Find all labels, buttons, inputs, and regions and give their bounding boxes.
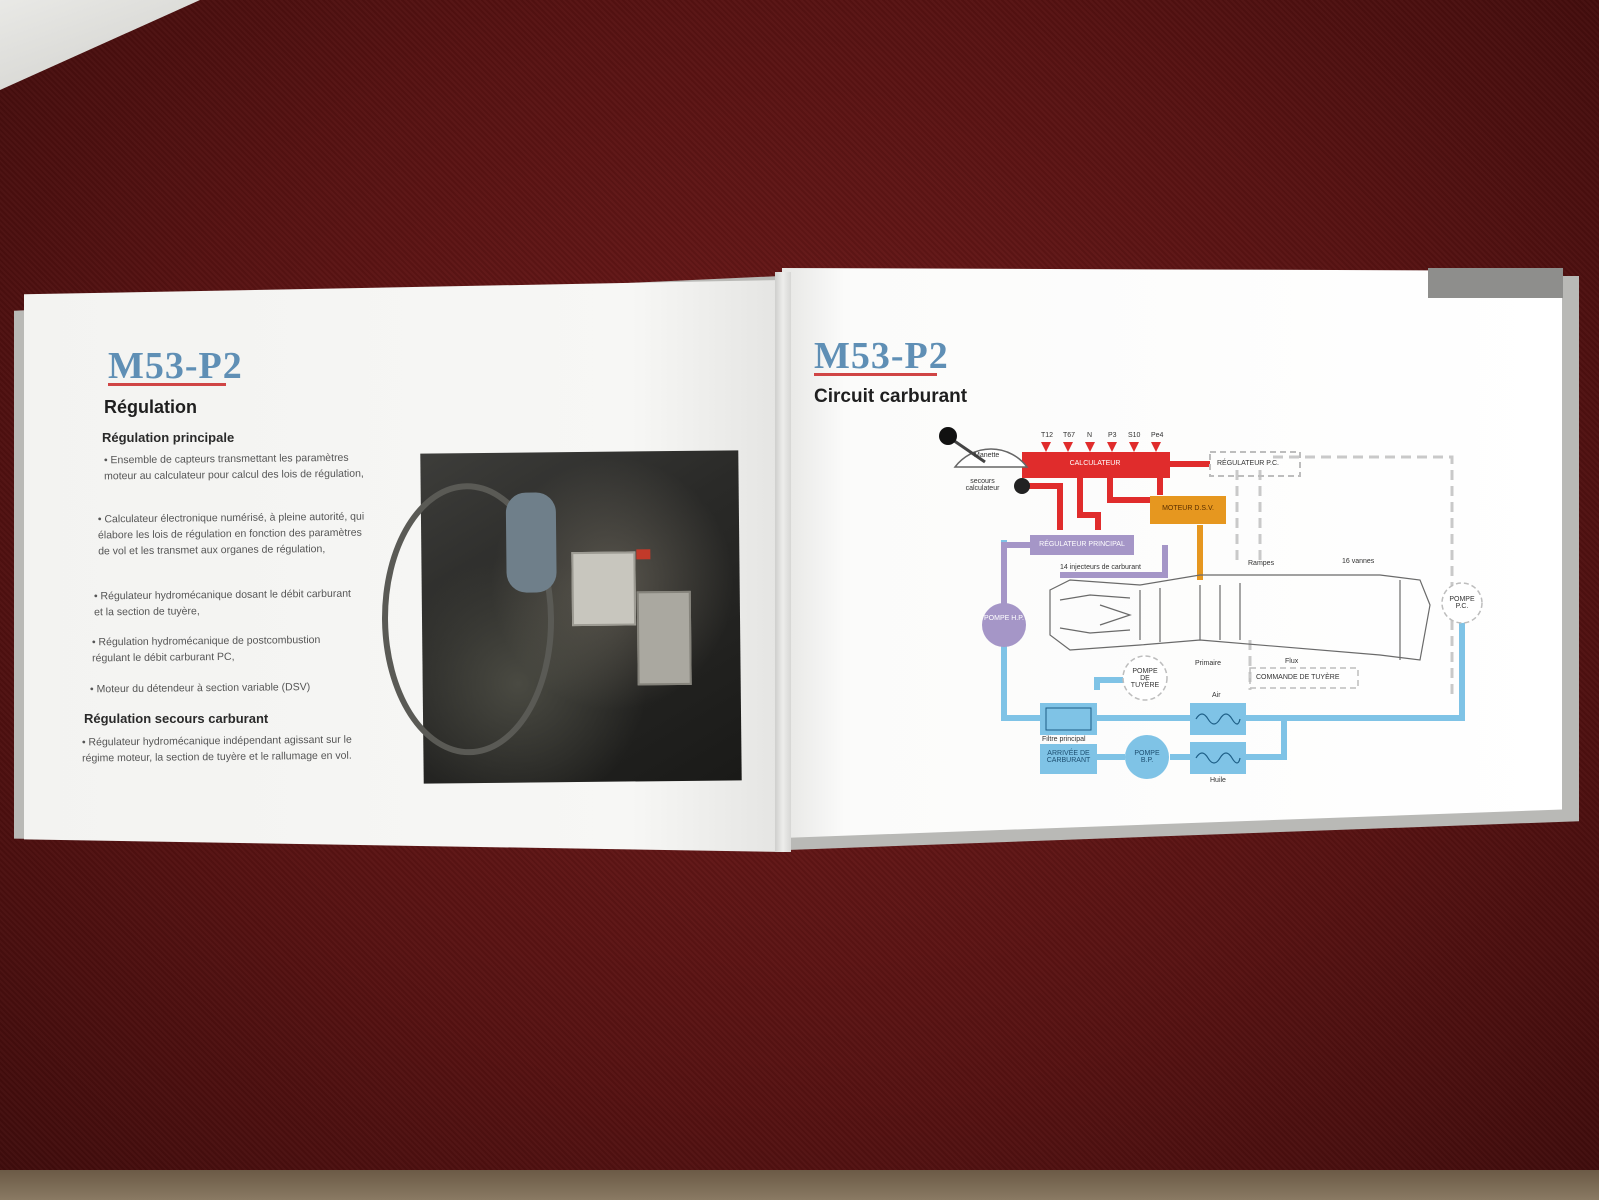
arrivee-label: ARRIVÉE DE CARBURANT — [1046, 750, 1091, 764]
sensor-label-4: P3 — [1108, 432, 1117, 439]
page-tab — [1428, 268, 1563, 298]
secours-label: secours calculateur — [965, 478, 1000, 492]
section2-title: Régulation secours carburant — [84, 711, 269, 726]
pompe-bp-circle — [1125, 735, 1169, 779]
purple-fuel-lines — [1001, 542, 1168, 610]
huile-label: Huile — [1210, 777, 1226, 784]
calculateur-label: CALCULATEUR — [1069, 460, 1121, 467]
booklet-spine — [775, 272, 791, 852]
flux-label: Flux — [1285, 658, 1299, 665]
air-label: Air — [1212, 692, 1221, 699]
pompe-bp-label: POMPE B.P. — [1134, 750, 1160, 764]
air-exchanger — [1190, 703, 1246, 735]
air-coil — [1195, 713, 1241, 725]
vannes-label: 16 vannes — [1342, 558, 1375, 565]
commande-tuyere-label: COMMANDE DE TUYÈRE — [1256, 674, 1340, 681]
pompe-tuyere-label: POMPE DE TUYÈRE — [1130, 668, 1160, 689]
huile-exchanger — [1190, 742, 1246, 774]
sensor-label-2: T67 — [1063, 432, 1076, 439]
pompe-pc-circle — [1441, 582, 1483, 624]
pompe-tuyere-circle — [1122, 655, 1168, 701]
engine-outline — [1049, 574, 1431, 661]
pompe-pc-label: POMPE P.C. — [1449, 596, 1475, 610]
filtre-inner — [1045, 707, 1092, 731]
left-page-title: Régulation — [104, 397, 197, 417]
red-lines — [1022, 461, 1210, 530]
regulateur-principal-box — [1030, 535, 1134, 555]
secours-switch — [1014, 478, 1030, 494]
regulateur-principal-label: RÉGULATEUR PRINCIPAL — [1039, 541, 1125, 548]
right-page-title: Circuit carburant — [814, 386, 968, 407]
huile-coil — [1195, 752, 1241, 764]
manette-label: Manette — [974, 452, 1000, 459]
arrivee-box — [1040, 744, 1097, 774]
moteur-dsv-box — [1150, 496, 1226, 524]
moteur-dsv-label: MOTEUR D.S.V. — [1162, 505, 1214, 512]
blue-fuel-lines — [1001, 540, 1465, 760]
sensor-label-1: T12 — [1041, 432, 1054, 439]
calculator-box — [1022, 452, 1170, 478]
sensor-label-5: S10 — [1128, 432, 1141, 439]
commande-tuyere-box — [1249, 667, 1359, 689]
pc-dashed-lines — [1235, 455, 1454, 700]
left-brand: M53-P2 — [108, 345, 243, 387]
right-brand: M53-P2 — [814, 335, 949, 377]
sensor-label-3: N — [1087, 432, 1093, 439]
manette-lever — [949, 436, 986, 464]
floor-strip — [0, 1170, 1599, 1200]
right-page — [782, 268, 1562, 838]
pompe-hp-circle — [982, 603, 1026, 647]
section1-title: Régulation principale — [102, 430, 235, 445]
regulateur-pc-label: RÉGULATEUR P.C. — [1217, 460, 1279, 467]
manette-knob — [939, 427, 957, 445]
regulateur-pc-box — [1209, 451, 1301, 477]
sensor-arrows — [1041, 442, 1161, 452]
right-brand-underline — [814, 373, 937, 376]
sensor-label-6: Pe4 — [1151, 432, 1164, 439]
primaire-label: Primaire — [1195, 660, 1222, 667]
pompe-hp-label: POMPE H.P. — [984, 615, 1024, 622]
rampes-label: Rampes — [1248, 560, 1275, 567]
filtre-label: Filtre principal — [1042, 736, 1086, 743]
injecteurs-label: 14 injecteurs de carburant — [1060, 564, 1141, 571]
left-brand-underline — [108, 383, 226, 386]
